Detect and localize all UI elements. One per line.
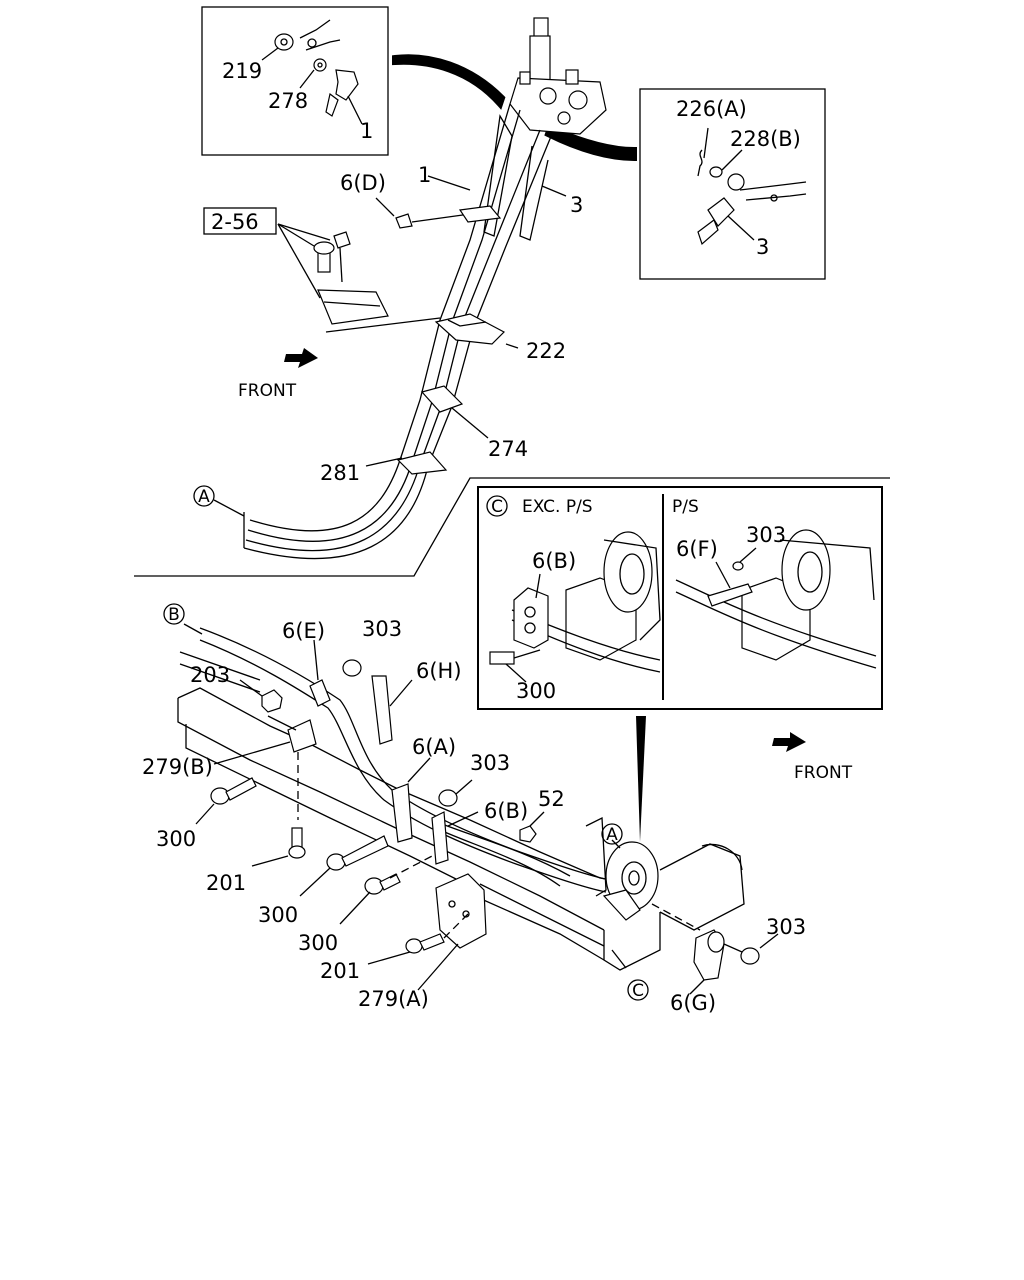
callout-6b: 6(B) bbox=[484, 799, 528, 823]
pointer-arrow bbox=[544, 123, 637, 162]
marker-b: B bbox=[163, 603, 185, 625]
pulley bbox=[585, 816, 659, 921]
callout-278: 278 bbox=[268, 89, 308, 113]
marker-c-panel: C bbox=[486, 495, 508, 517]
callout-300-c: 300 bbox=[298, 931, 338, 955]
nut-303 bbox=[740, 947, 760, 965]
callout-228b: 228(B) bbox=[730, 127, 801, 151]
marker-a-lower: A bbox=[601, 823, 623, 845]
callout-303-c: 303 bbox=[766, 915, 806, 939]
callout-226a: 226(A) bbox=[676, 97, 747, 121]
bolt-300 bbox=[326, 835, 389, 871]
clip-274 bbox=[420, 385, 464, 413]
marker-letter: C bbox=[632, 981, 644, 1001]
clip-6e bbox=[309, 679, 331, 707]
pointer-arrow bbox=[392, 54, 506, 110]
callout-6h: 6(H) bbox=[416, 659, 462, 683]
callout-279a: 279(A) bbox=[358, 987, 429, 1011]
nut-303 bbox=[342, 659, 362, 677]
bracket-2-56 bbox=[203, 207, 441, 333]
callout-303-a: 303 bbox=[362, 617, 402, 641]
clamp-222 bbox=[434, 313, 505, 345]
nut-52 bbox=[519, 825, 537, 843]
bolt-201 bbox=[405, 933, 445, 954]
callout-2-56: 2-56 bbox=[211, 210, 259, 234]
callout-1-inset: 1 bbox=[360, 119, 373, 143]
cable-bundle-lower bbox=[243, 459, 429, 560]
callout-274: 274 bbox=[488, 437, 528, 461]
panel-title-exc-ps: EXC. P/S bbox=[522, 497, 593, 517]
section-divider bbox=[134, 477, 890, 577]
inset-ball-joint-1 bbox=[201, 6, 389, 156]
clip-6b bbox=[431, 811, 449, 865]
marker-letter: A bbox=[198, 487, 210, 507]
nut-203 bbox=[261, 689, 283, 713]
marker-letter: A bbox=[606, 825, 618, 845]
bracket-6d bbox=[395, 213, 413, 229]
callout-3: 3 bbox=[570, 193, 583, 217]
front-arrow-icon bbox=[284, 348, 318, 368]
bracket-279b bbox=[287, 719, 317, 753]
front-label-lower: FRONT bbox=[794, 763, 853, 783]
callout-201-a: 201 bbox=[206, 871, 246, 895]
bolt-300 bbox=[364, 873, 401, 895]
callout-303-b: 303 bbox=[470, 751, 510, 775]
callout-219: 219 bbox=[222, 59, 262, 83]
bolt-300 bbox=[210, 777, 257, 805]
front-label-upper: FRONT bbox=[238, 381, 297, 401]
callout-279b: 279(B) bbox=[142, 755, 213, 779]
inset-ball-joint-3 bbox=[639, 88, 826, 280]
callout-222: 222 bbox=[526, 339, 566, 363]
front-arrow-icon bbox=[772, 732, 806, 752]
callout-303-detail: 303 bbox=[746, 523, 786, 547]
marker-letter: C bbox=[491, 497, 503, 517]
callout-300-detail: 300 bbox=[516, 679, 556, 703]
strap-6h bbox=[371, 675, 393, 745]
shift-tower bbox=[509, 17, 607, 135]
callout-300-b: 300 bbox=[258, 903, 298, 927]
callout-201-b: 201 bbox=[320, 959, 360, 983]
marker-letter: B bbox=[168, 605, 180, 625]
callout-6a: 6(A) bbox=[412, 735, 456, 759]
callout-6b-detail: 6(B) bbox=[532, 549, 576, 573]
bracket-279a bbox=[435, 873, 487, 949]
callout-6g: 6(G) bbox=[670, 991, 716, 1015]
nut-303 bbox=[438, 789, 458, 807]
panel-title-ps: P/S bbox=[672, 497, 699, 517]
callout-6f: 6(F) bbox=[676, 537, 718, 561]
callout-6d: 6(D) bbox=[340, 171, 386, 195]
band-281 bbox=[396, 451, 448, 475]
bolt-201 bbox=[288, 827, 306, 859]
cable-lower-run bbox=[199, 627, 611, 893]
callout-52: 52 bbox=[538, 787, 565, 811]
callout-3-inset: 3 bbox=[756, 235, 769, 259]
callout-6e: 6(E) bbox=[282, 619, 325, 643]
pointer-arrow bbox=[636, 716, 646, 842]
clip-6a bbox=[391, 783, 413, 843]
frame-rail bbox=[177, 651, 745, 971]
marker-c-lower: C bbox=[627, 979, 649, 1001]
callout-300-a: 300 bbox=[156, 827, 196, 851]
marker-a-top: A bbox=[193, 485, 215, 507]
callout-1: 1 bbox=[418, 163, 431, 187]
detail-panel bbox=[477, 486, 883, 710]
cable-bundle-upper bbox=[399, 103, 553, 467]
callout-281: 281 bbox=[320, 461, 360, 485]
callout-203: 203 bbox=[190, 663, 230, 687]
